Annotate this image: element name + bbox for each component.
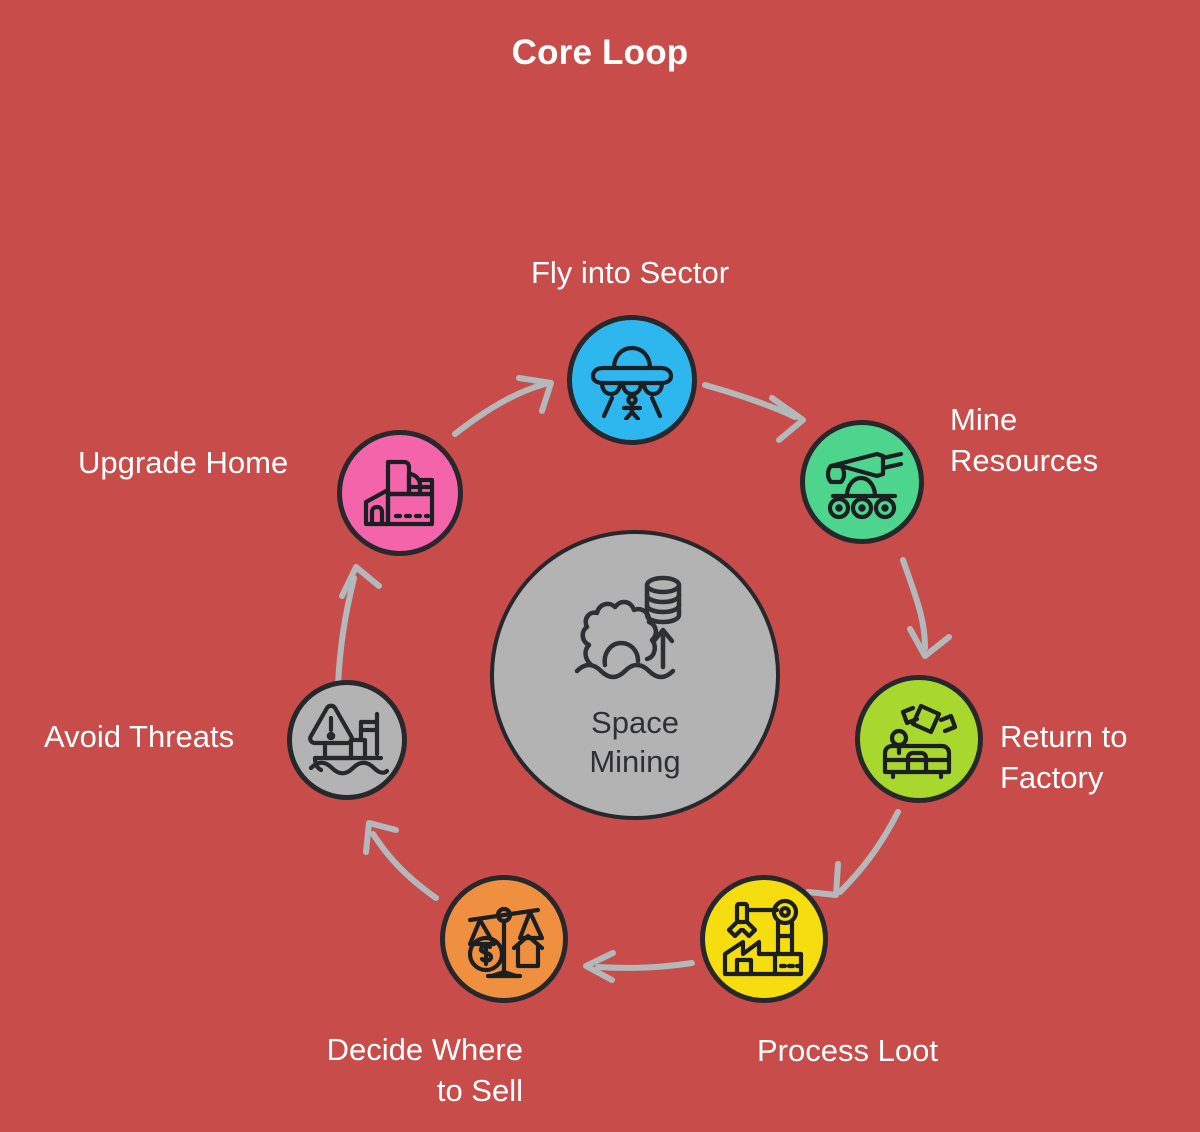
ufo-icon <box>590 340 674 420</box>
home-factory-icon <box>358 454 442 532</box>
arrow-fly-to-mine <box>702 382 806 443</box>
mining-rover-icon <box>819 444 905 520</box>
label-upgrade-home: Upgrade Home <box>78 445 289 480</box>
hub-space-mining[interactable]: Space Mining <box>490 530 780 820</box>
arrow-sell-to-avoid <box>363 820 439 901</box>
label-decide-where-to-sell: Decide Where to Sell <box>326 1032 523 1108</box>
space-base-satellite-icon <box>877 698 961 780</box>
label-avoid-threats: Avoid Threats <box>44 719 235 754</box>
node-decide-where-to-sell[interactable] <box>440 875 568 1003</box>
label-process-loot: Process Loot <box>757 1033 938 1068</box>
balance-scale-money-house-icon <box>462 898 546 980</box>
page-title: Core Loop <box>511 33 689 72</box>
label-fly-into-sector: Fly into Sector <box>530 255 730 290</box>
hub-label: Space Mining <box>589 705 681 779</box>
gear-waves-database-arrow-icon <box>569 569 701 692</box>
arrow-return-to-process <box>805 809 901 898</box>
arrow-process-to-sell <box>583 950 695 983</box>
label-mine-resources: Mine Resources <box>950 402 1099 478</box>
factory-robot-arm-icon <box>721 898 807 980</box>
warning-ship-icon <box>305 702 389 778</box>
arrow-avoid-to-upgrade <box>335 564 382 688</box>
node-return-to-factory[interactable] <box>855 675 983 803</box>
node-upgrade-home[interactable] <box>337 430 463 556</box>
node-process-loot[interactable] <box>700 875 828 1003</box>
arrow-mine-to-return <box>900 557 952 659</box>
node-mine-resources[interactable] <box>800 420 924 544</box>
node-avoid-threats[interactable] <box>287 680 407 800</box>
arrow-upgrade-to-fly <box>452 375 554 437</box>
node-fly-into-sector[interactable] <box>567 315 697 445</box>
label-return-to-factory: Return to Factory <box>1000 719 1128 795</box>
